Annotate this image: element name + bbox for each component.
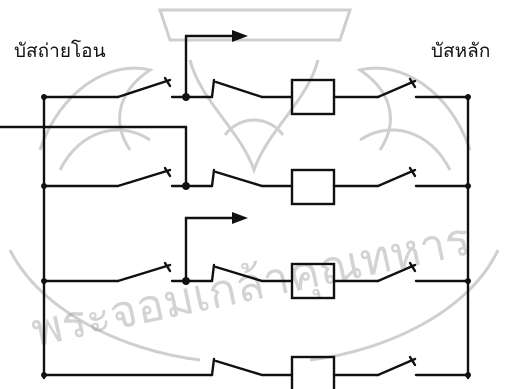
feeder-row-4	[42, 355, 470, 389]
feeder-row-1	[42, 34, 470, 116]
transfer-bus-label: บัสถ่ายโอน	[14, 40, 106, 62]
feeder-row-2	[42, 166, 470, 206]
main-bus-label: บัสหลัก	[431, 40, 491, 62]
feeder-row-3	[42, 216, 470, 300]
